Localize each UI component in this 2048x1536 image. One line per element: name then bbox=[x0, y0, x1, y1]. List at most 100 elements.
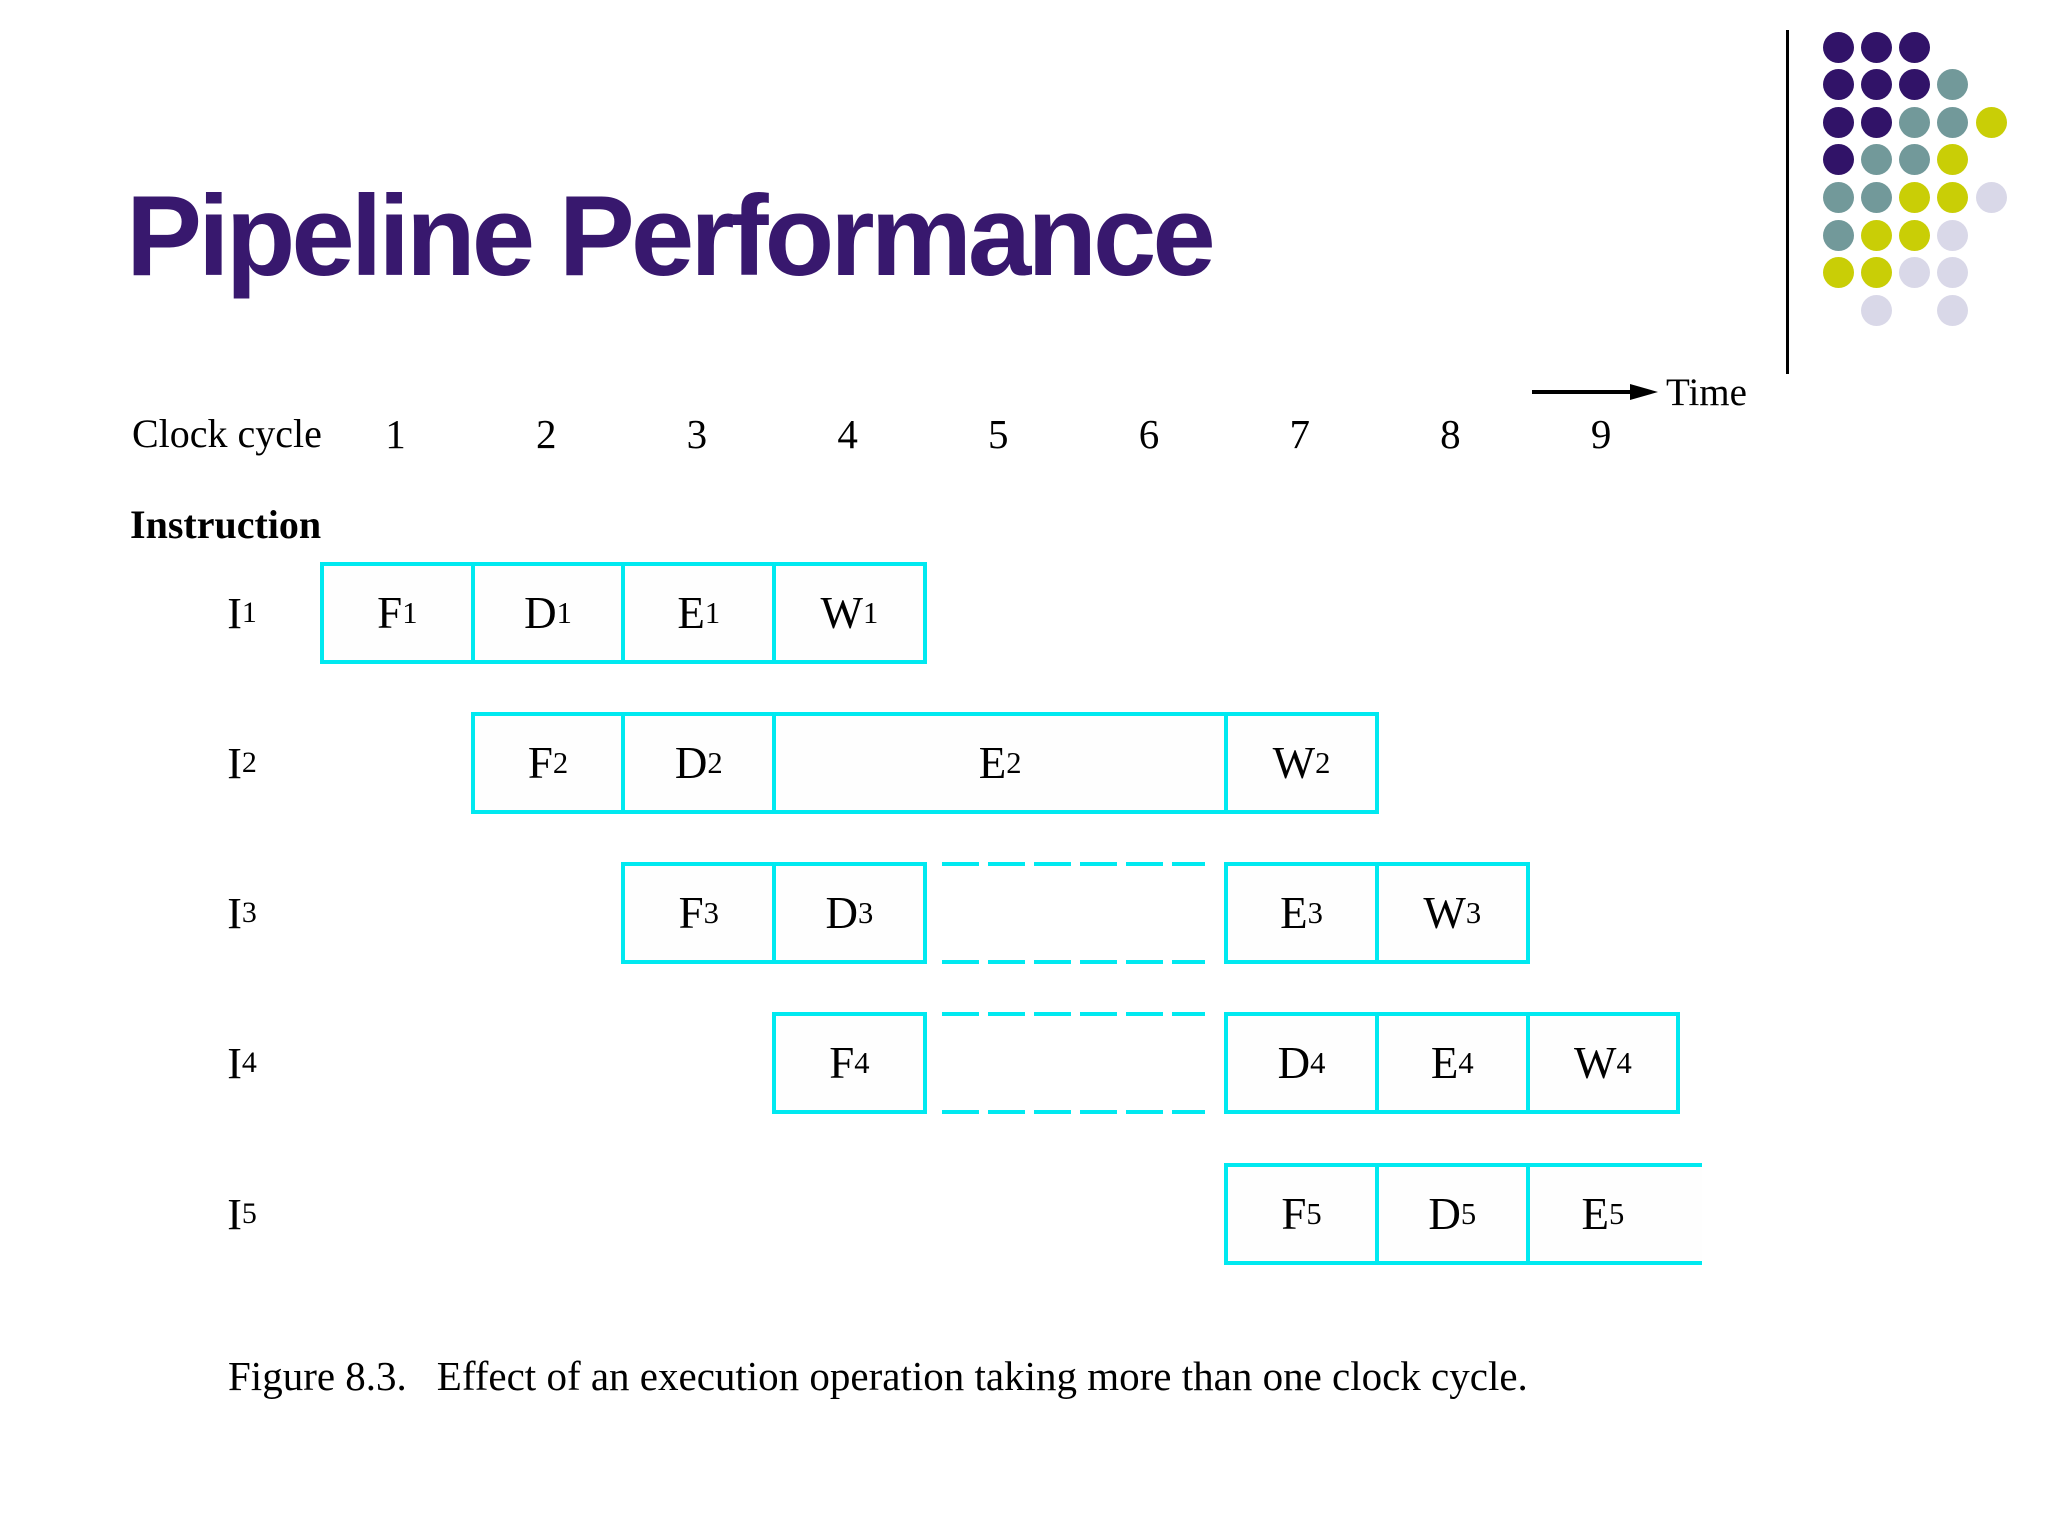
dot bbox=[1937, 181, 1969, 213]
dot bbox=[1822, 219, 1854, 251]
stage-letter: W bbox=[1574, 1038, 1617, 1088]
stage-letter: D bbox=[674, 738, 708, 788]
dot bbox=[1860, 31, 1892, 63]
dot bbox=[1899, 31, 1931, 63]
stage-letter: I bbox=[227, 1038, 242, 1088]
dot bbox=[1860, 181, 1892, 213]
stall-dashes-top bbox=[941, 862, 1206, 866]
clock-cycle-number: 5 bbox=[988, 411, 1009, 457]
divider-line bbox=[1786, 30, 1789, 374]
dot bbox=[1899, 257, 1931, 289]
caption-figure-number: Figure 8.3. bbox=[228, 1353, 407, 1399]
stage-letter: F bbox=[678, 888, 704, 938]
dot bbox=[1899, 144, 1931, 176]
stage-letter: F bbox=[1281, 1189, 1307, 1239]
dot bbox=[1937, 106, 1969, 138]
stage-box-cutoff bbox=[1676, 1163, 1703, 1265]
clock-cycle-number: 2 bbox=[535, 411, 557, 457]
stage-letter: D bbox=[825, 888, 859, 938]
stage-letter: F bbox=[527, 738, 553, 788]
dot bbox=[1899, 181, 1931, 213]
dot bbox=[1860, 294, 1892, 326]
dot bbox=[1822, 144, 1854, 176]
stall-dashes-top bbox=[941, 1012, 1206, 1016]
dot bbox=[1899, 69, 1931, 101]
dot bbox=[1860, 106, 1892, 138]
clock-cycle-number: 6 bbox=[1138, 411, 1160, 457]
clock-cycle-number: 8 bbox=[1440, 411, 1461, 457]
dot bbox=[1899, 219, 1931, 251]
dot bbox=[1860, 144, 1892, 176]
stage-letter: D bbox=[524, 588, 557, 638]
clock-cycle-number: 4 bbox=[837, 411, 858, 457]
stall-dashes-bottom bbox=[941, 960, 1206, 964]
stage-letter: E bbox=[1280, 888, 1308, 938]
dot bbox=[1822, 69, 1854, 101]
dot bbox=[1975, 181, 2007, 213]
dot bbox=[1822, 31, 1854, 63]
caption-text: Effect of an execution operation taking … bbox=[436, 1353, 1528, 1399]
stage-letter: D bbox=[1428, 1189, 1461, 1239]
dot bbox=[1860, 257, 1892, 289]
slide-title: Pipeline Performance bbox=[126, 173, 1216, 300]
dot bbox=[1899, 106, 1931, 138]
stage-letter: D bbox=[1277, 1038, 1311, 1088]
clock-cycle-number: 9 bbox=[1590, 411, 1612, 457]
dot bbox=[1937, 219, 1969, 251]
clock-cycle-label: Clock cycle bbox=[132, 411, 322, 456]
stage-letter: W bbox=[1423, 888, 1466, 938]
dot bbox=[1937, 294, 1969, 326]
stall-dashes-bottom bbox=[941, 1110, 1206, 1114]
stage-letter: W bbox=[820, 588, 864, 638]
stage-letter: I bbox=[227, 1189, 242, 1239]
stage-letter: F bbox=[829, 1038, 855, 1088]
stage-letter: I bbox=[227, 588, 242, 638]
instruction-label: Instruction bbox=[130, 502, 322, 547]
time-label: Time bbox=[1666, 371, 1747, 414]
dot bbox=[1822, 257, 1854, 289]
clock-cycle-number: 3 bbox=[686, 411, 708, 457]
stage-letter: E bbox=[677, 588, 705, 638]
stage-letter: I bbox=[227, 888, 242, 938]
dot bbox=[1975, 106, 2007, 138]
dot bbox=[1937, 69, 1969, 101]
figure-caption: Figure 8.3. Effect of an execution operat… bbox=[228, 1352, 1528, 1400]
dot bbox=[1860, 219, 1892, 251]
stage-letter: I bbox=[227, 738, 242, 788]
time-arrow-icon bbox=[1532, 384, 1658, 400]
dot bbox=[1937, 257, 1969, 289]
dot bbox=[1822, 106, 1854, 138]
stage-letter: E bbox=[1581, 1189, 1610, 1239]
dot bbox=[1937, 144, 1969, 176]
dot bbox=[1822, 181, 1854, 213]
clock-cycle-number: 1 bbox=[385, 411, 406, 457]
stage-letter: F bbox=[377, 588, 403, 638]
dot bbox=[1860, 69, 1892, 101]
stage-letter: E bbox=[1430, 1038, 1459, 1088]
